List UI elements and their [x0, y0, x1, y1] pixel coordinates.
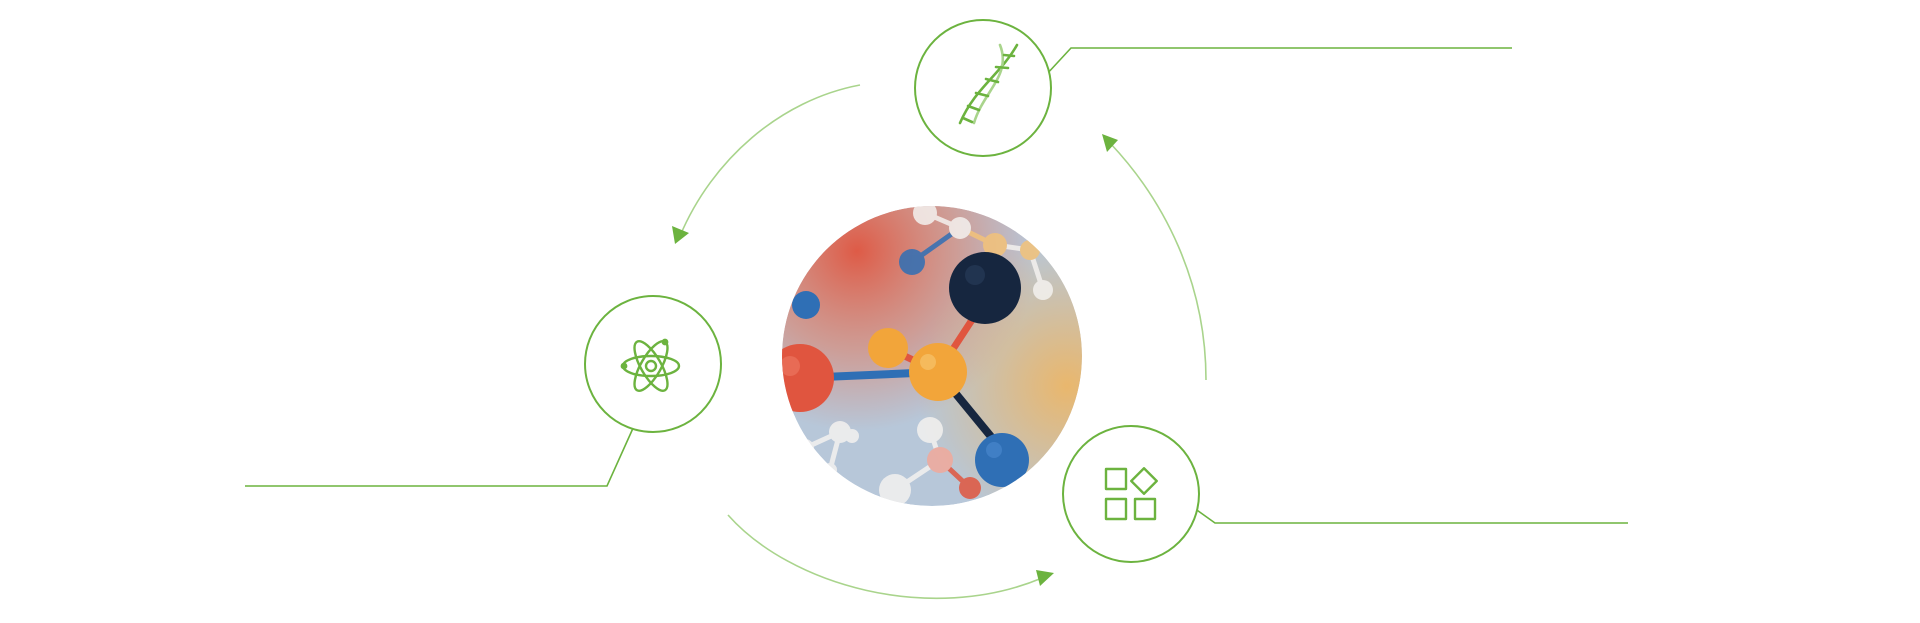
- blocks-icon: [1104, 467, 1158, 521]
- molecule-illustration: [782, 206, 1082, 506]
- dna-node: [914, 19, 1052, 157]
- dna-icon: [958, 43, 1019, 125]
- cycle-arrows: [672, 84, 1207, 600]
- blocks-node: [1062, 425, 1200, 563]
- blocks-to-dna-arrowhead: [1102, 134, 1118, 152]
- atom-to-blocks-arrowhead: [1036, 570, 1054, 586]
- atom-connector-line: [245, 425, 635, 487]
- dna-connector-line: [1045, 47, 1512, 76]
- connector-lines: [245, 47, 1628, 524]
- dna-to-atom-arrowhead: [672, 226, 689, 244]
- atom-icon: [620, 338, 681, 392]
- dna-to-atom-arrow: [679, 84, 861, 237]
- atom-node: [584, 295, 722, 433]
- atom-to-blocks-arrow: [727, 514, 1043, 600]
- blocks-connector-line: [1193, 507, 1628, 524]
- blocks-to-dna-arrow: [1109, 142, 1207, 381]
